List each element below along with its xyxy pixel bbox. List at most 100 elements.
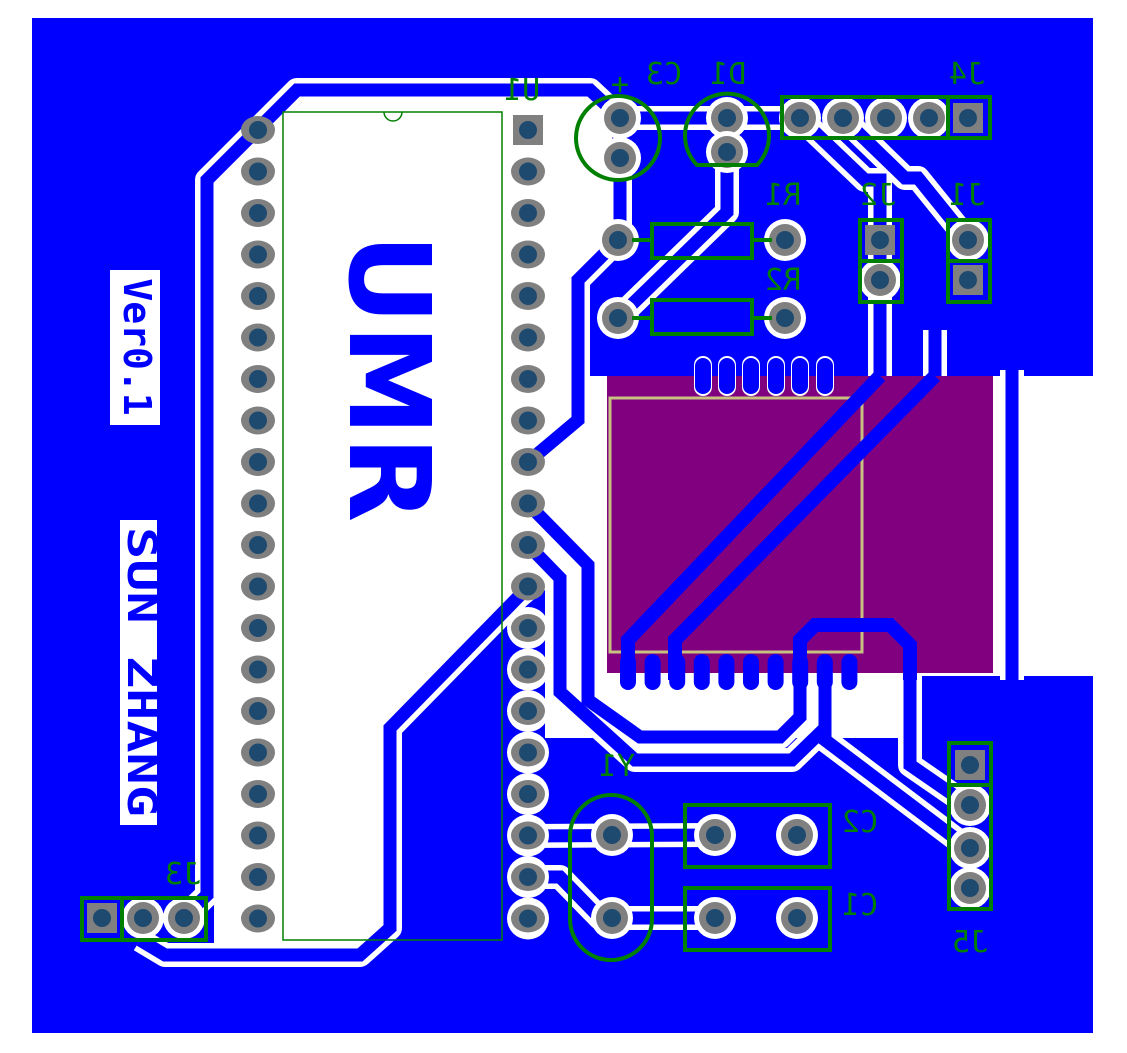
u1-pin-right: [511, 531, 545, 559]
drill-hole: [249, 121, 267, 139]
j3-pin: [163, 897, 205, 939]
u1-pin-left: [241, 282, 275, 310]
drill-hole: [603, 826, 621, 844]
label-j2: J2: [860, 178, 896, 213]
u1-pin-left: [241, 531, 275, 559]
j5-pin: [949, 867, 991, 909]
u1-pin-right: [511, 572, 545, 601]
r1-pin: [764, 219, 806, 261]
module-pad-top: [719, 358, 735, 394]
drill-hole: [519, 204, 537, 222]
u1-pin-left: [241, 821, 275, 850]
drill-hole: [249, 826, 267, 845]
drill-hole: [519, 411, 537, 430]
j5-pin: [949, 784, 991, 826]
u1-pin-left: [241, 323, 275, 352]
c3-pin-plus: [599, 97, 641, 139]
drill-hole: [249, 619, 267, 637]
c2-pin: [694, 814, 736, 856]
drill-hole: [519, 536, 537, 554]
label-j1: J1: [949, 178, 985, 213]
module-pad-bottom: [743, 654, 759, 690]
drill-hole: [134, 909, 152, 927]
through-hole-pads: [87, 97, 991, 940]
drill-hole: [249, 162, 267, 181]
drill-hole: [519, 494, 537, 513]
u1-pin-left: [241, 697, 275, 725]
label-plus: +: [611, 67, 629, 102]
drill-hole: [706, 826, 724, 844]
u1-pin-left: [241, 780, 275, 808]
j1-pin: [947, 219, 989, 261]
drill-hole: [611, 149, 629, 167]
d1-pin: [706, 97, 748, 139]
author-text: SUN ZHANG: [118, 527, 164, 817]
trace: [838, 113, 974, 245]
drill-hole: [519, 370, 537, 388]
c1-pin: [776, 897, 818, 939]
drill-hole: [249, 370, 267, 388]
drill-hole: [93, 909, 111, 927]
j3-pin-1: [87, 903, 117, 933]
drill-hole: [519, 785, 537, 803]
u1-pin-right: [511, 240, 545, 269]
j4-pin: [908, 97, 950, 139]
drill-hole: [609, 231, 627, 249]
drill-hole: [175, 909, 193, 927]
module-pad-top: [743, 358, 759, 394]
j4-pin: [779, 97, 821, 139]
d1-pin: [706, 131, 748, 173]
drill-hole: [249, 785, 267, 803]
u1-pin-left: [241, 448, 275, 476]
u1-pin-right: [507, 690, 549, 732]
drill-hole: [961, 796, 979, 814]
drill-hole: [871, 271, 889, 289]
drill-hole: [249, 287, 267, 305]
j3-outline: [80, 896, 208, 942]
u1-pin-right: [511, 323, 545, 352]
u1-notch: [383, 111, 403, 122]
label-c3: C3: [646, 57, 682, 92]
u1-outline: [282, 111, 503, 941]
module-pad-bottom: [620, 654, 636, 690]
module-pad-bottom: [693, 654, 710, 690]
r1-pin: [597, 219, 639, 261]
label-y1: Y1: [599, 749, 635, 784]
label-c2: C2: [842, 805, 878, 840]
c3-pin: [599, 137, 641, 179]
u1-pin-right: [511, 448, 545, 476]
u1-pin-right: [511, 199, 545, 227]
u1-pin-right: [507, 607, 549, 649]
drill-hole: [920, 109, 938, 127]
board-title: UMR: [323, 234, 453, 523]
y1-pin: [591, 897, 633, 939]
drill-hole: [249, 909, 267, 928]
u1-pin-left: [241, 116, 275, 144]
drill-hole: [718, 109, 736, 127]
u1-pin-left: [241, 365, 275, 393]
trace: [818, 718, 972, 854]
u1-pin-left: [241, 614, 275, 642]
silkscreen: [80, 91, 993, 962]
drill-hole: [788, 909, 806, 927]
u1-pin-right: [511, 365, 545, 393]
version-box: [110, 270, 160, 425]
module-pad-bottom: [718, 654, 735, 690]
drill-hole: [877, 109, 895, 127]
drill-hole: [706, 909, 724, 927]
drill-hole: [519, 619, 537, 637]
u1-pin-left: [241, 738, 275, 767]
module-pad-bottom: [669, 654, 686, 690]
author-box: [120, 520, 157, 825]
module-pads: [620, 356, 858, 690]
drill-hole: [519, 660, 537, 679]
u1-pin-right: [511, 406, 545, 435]
j3-pin: [122, 897, 164, 939]
label-d1: D1: [710, 57, 746, 92]
j4-pin: [865, 97, 907, 139]
trace: [793, 618, 917, 680]
drill-hole: [519, 826, 537, 845]
drill-hole: [519, 245, 537, 264]
j5-outline: [947, 741, 993, 911]
u1-pin-left: [241, 904, 275, 933]
